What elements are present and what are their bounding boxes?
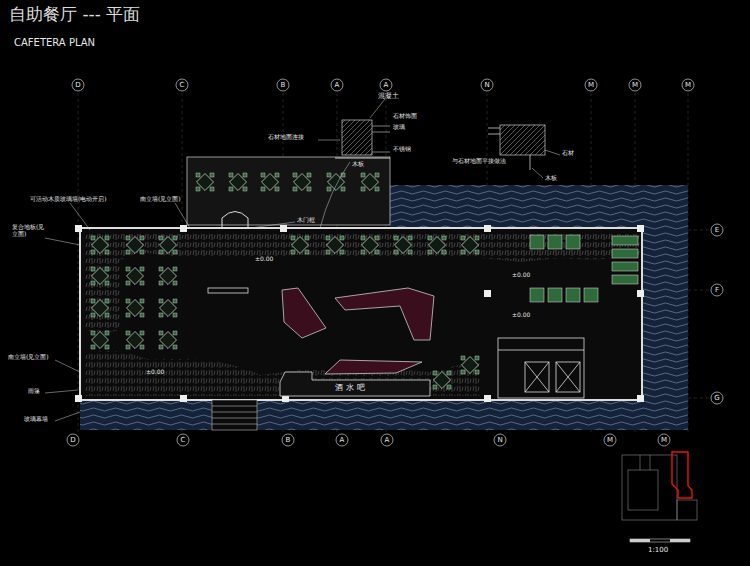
grid-bubbles: [67, 79, 723, 446]
grid-lines: [78, 93, 709, 432]
bar-label-box: 酒水吧: [330, 381, 373, 394]
buffet-islands: [282, 288, 434, 374]
door-note: 木门框: [297, 217, 315, 224]
material-note: 木板: [545, 175, 557, 182]
grid-label: E: [715, 226, 719, 234]
terrace: [187, 157, 390, 225]
plan-subtitle: CAFETERA PLAN: [14, 37, 95, 49]
scale-bar: [630, 539, 690, 542]
grid-label: A: [335, 81, 340, 89]
level-mark: ±0.00: [512, 272, 530, 279]
leader-lines: [45, 99, 560, 421]
bar-counter: [280, 372, 430, 396]
grid-label: M: [632, 81, 638, 89]
columns: [75, 225, 644, 402]
door: [222, 212, 248, 229]
counter: [208, 288, 248, 293]
grid-label: M: [588, 81, 594, 89]
bar-label: 酒水吧: [335, 382, 368, 393]
material-note: 玻璃: [393, 124, 405, 131]
material-note: 混凝土: [378, 92, 399, 100]
grid-label: N: [497, 436, 502, 444]
plan-title: 自助餐厅 --- 平面: [9, 5, 140, 25]
section-details: [335, 120, 545, 170]
grid-label: N: [484, 81, 489, 89]
planting: [85, 232, 640, 396]
tables: [91, 173, 479, 389]
level-mark: ±0.00: [512, 312, 530, 319]
key-plan: [622, 452, 697, 520]
grid-label: G: [714, 394, 719, 402]
scale-text: 1:100: [648, 546, 668, 554]
floor-note: 复合地板(见立面): [12, 224, 48, 238]
grid-label: B: [281, 81, 286, 89]
grid-label: C: [181, 436, 186, 444]
material-note: 与石材地面平接做法: [452, 158, 506, 165]
material-note: 木板: [352, 161, 364, 168]
glass-note: 玻璃幕墙: [24, 416, 48, 423]
grid-label: M: [661, 436, 667, 444]
grid-label: D: [70, 436, 75, 444]
grid-label: M: [607, 436, 613, 444]
grid-label: F: [715, 286, 719, 294]
steps: [212, 400, 257, 430]
material-note: 石材: [562, 150, 574, 157]
toilets: [498, 338, 584, 398]
level-mark: ±0.00: [146, 369, 164, 376]
hall-wall: [80, 228, 642, 400]
lounge-seats: [530, 235, 638, 302]
grid-label: M: [685, 81, 691, 89]
material-note: 不锈钢: [393, 146, 411, 153]
grid-label: A: [384, 81, 389, 89]
grid-label: C: [180, 81, 185, 89]
wall-note: 可活动木质玻璃墙(电动开启): [30, 196, 107, 203]
grid-label: A: [340, 436, 345, 444]
canopy-note: 雨篷: [28, 388, 40, 395]
material-note: 石材地面连接: [268, 134, 304, 141]
wall-note: 南立墙(见立面): [8, 354, 56, 361]
material-note: 石材饰面: [393, 113, 417, 120]
level-mark: ±0.00: [255, 256, 273, 263]
grid-label: D: [75, 81, 80, 89]
wall-note: 南立墙(见立面): [140, 196, 181, 203]
grid-label: B: [286, 436, 291, 444]
grid-label: A: [385, 436, 390, 444]
